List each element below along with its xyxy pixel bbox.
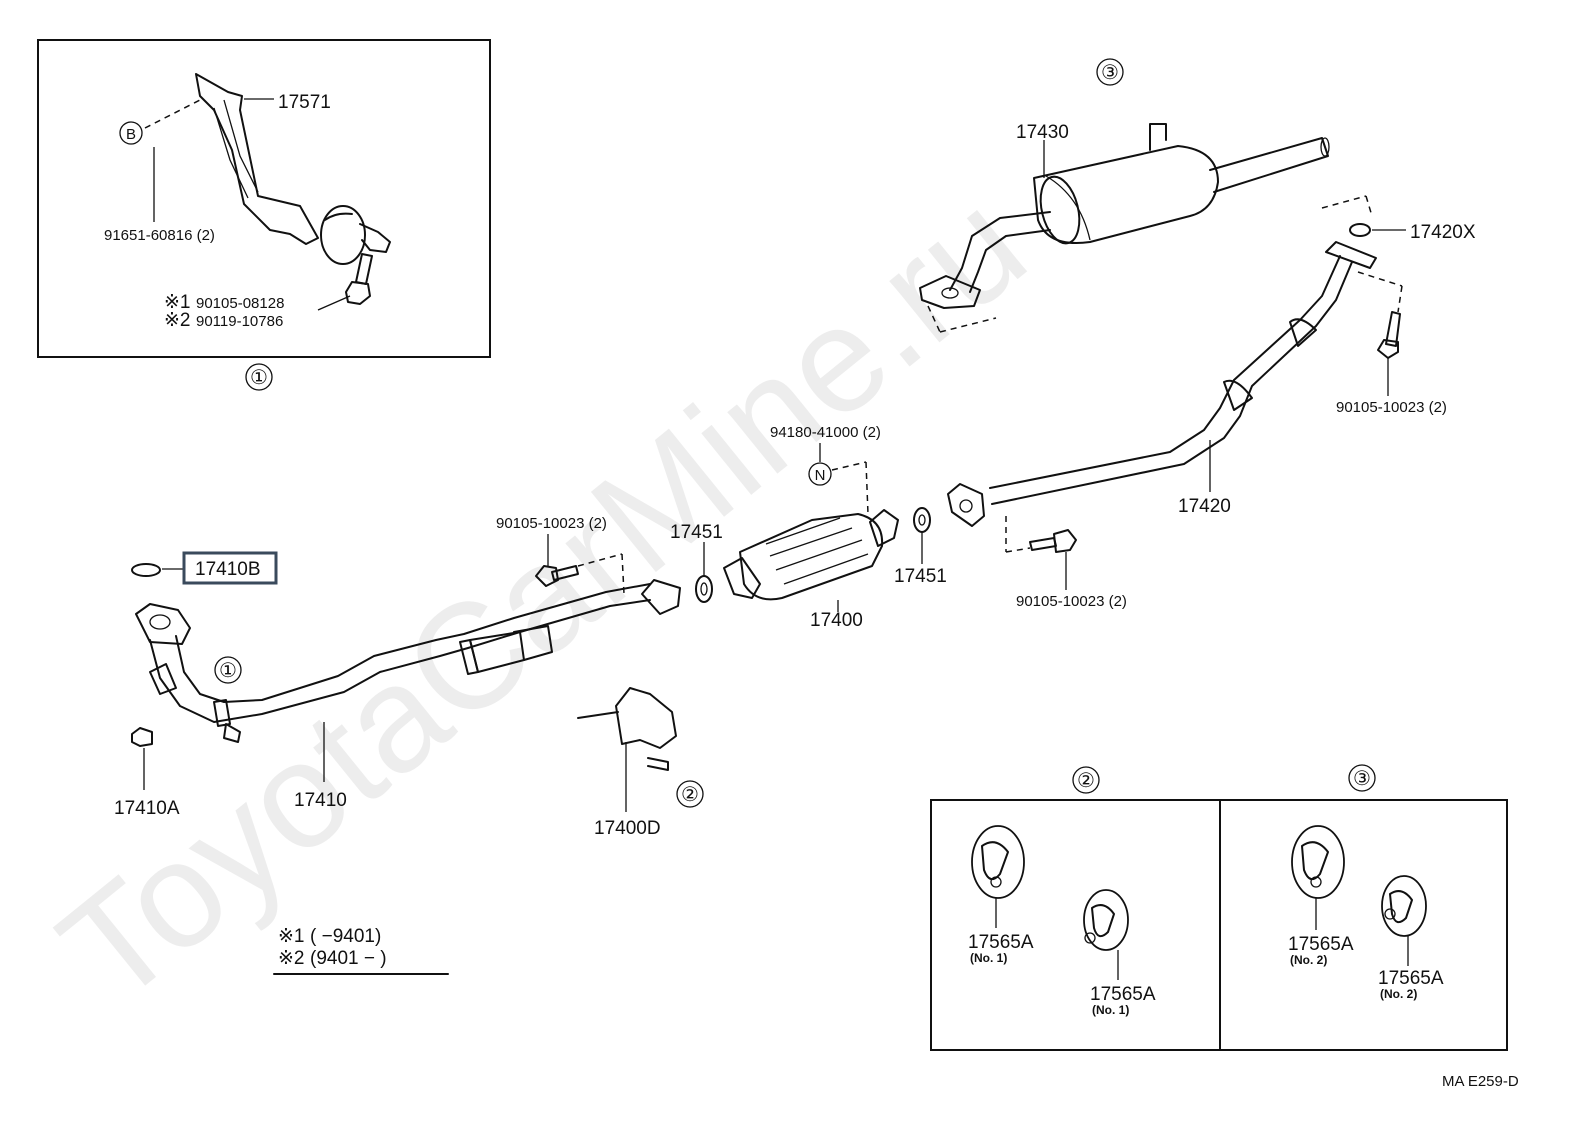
label-90105-10023-left: 90105-10023 (2): [496, 515, 607, 532]
label-91651-60816: 91651-60816 (2): [104, 227, 215, 244]
detail-box-1: B 17571 91651-60816 (2) ※1 90105-08128 ※…: [37, 39, 491, 358]
label-17410b: 17410B: [195, 559, 261, 580]
label-17400d: 17400D: [594, 818, 661, 839]
label-17565a-no1-b: 17565A: [1090, 984, 1156, 1005]
highlight-17410b: [182, 551, 278, 585]
callout-letter-n: N: [815, 467, 826, 484]
legend-mark-2: ※2: [278, 948, 305, 969]
label-17400: 17400: [810, 610, 863, 631]
bolt-90105-center: [1029, 537, 1057, 551]
label-94180-41000: 94180-41000 (2): [770, 424, 881, 441]
callout-3-muffler: ③: [1101, 62, 1119, 84]
label-17420x: 17420X: [1410, 222, 1476, 243]
nut-17410a: [131, 727, 153, 747]
label-17565a-no2-b-sub: (No. 2): [1380, 987, 1417, 1001]
label-17565a-no2-a-sub: (No. 2): [1290, 953, 1327, 967]
callout-letter-b: B: [126, 126, 136, 143]
watermark: ToyotaCarMine.ru: [29, 159, 1055, 1035]
figure-code: MA E259-D: [1442, 1073, 1519, 1090]
label-17451-left: 17451: [670, 522, 723, 543]
catalytic-converter-17400: 17400: [723, 509, 899, 631]
clamp-ring: [320, 205, 366, 265]
label-mark-1: ※1: [164, 292, 191, 313]
bolt-90105-left: [551, 565, 579, 581]
label-17565a-no1-a: 17565A: [968, 932, 1034, 953]
legend-mark-1: ※1: [278, 926, 305, 947]
callout-3-box: ③: [1353, 768, 1371, 790]
label-17430: 17430: [1016, 122, 1069, 143]
label-90105-10023-right: 90105-10023 (2): [1336, 399, 1447, 416]
callout-2-box: ②: [1077, 770, 1095, 792]
front-pipe-17410: 17410: [135, 579, 681, 811]
bolt-90105-right: [1385, 311, 1401, 347]
label-17410a: 17410A: [114, 798, 180, 819]
label-90119-10786: 90119-10786: [196, 313, 283, 330]
callout-2-hanger: ②: [681, 784, 699, 806]
center-pipe-17420: 17420: [947, 241, 1377, 527]
gasket-17420x: [1349, 223, 1371, 237]
callout-1-pipe: ①: [219, 660, 237, 682]
gasket-17410b: [131, 563, 161, 577]
label-17410: 17410: [294, 790, 347, 811]
muffler-17430: ③ 17430: [919, 58, 1330, 333]
rubber-hanger-no2-small: [1381, 875, 1427, 937]
legend-range-1: ( −9401): [310, 926, 381, 947]
gasket-17451-left: [695, 575, 713, 603]
legend-range-2: (9401 − ): [310, 948, 387, 969]
rubber-hanger-no1-small: [1083, 889, 1129, 951]
label-17571: 17571: [278, 92, 331, 113]
callout-1-box: ①: [250, 367, 268, 389]
label-90105-10023-lower: 90105-10023 (2): [1016, 593, 1127, 610]
rubber-hanger-no1-large: [971, 825, 1025, 899]
bracket-17571: [195, 73, 319, 245]
label-17451-right: 17451: [894, 566, 947, 587]
hanger-17400d: 17400D: [577, 687, 677, 839]
label-17565a-no2-b: 17565A: [1378, 968, 1444, 989]
detail-box-2-3: 17565A (No. 1) 17565A (No. 1) 17565A (No…: [930, 799, 1508, 1051]
label-17565a-no2-a: 17565A: [1288, 934, 1354, 955]
bolt-90105: [355, 253, 373, 285]
gasket-17451-right: [913, 507, 931, 533]
label-90105-08128: 90105-08128: [196, 295, 284, 312]
label-17565a-no1-a-sub: (No. 1): [970, 951, 1007, 965]
legend: ※1 ( −9401) ※2 (9401 − ): [273, 926, 449, 975]
rubber-hanger-no2-large: [1291, 825, 1345, 899]
label-17565a-no1-b-sub: (No. 1): [1092, 1003, 1129, 1017]
label-17420: 17420: [1178, 496, 1231, 517]
label-mark-2: ※2: [164, 310, 191, 331]
